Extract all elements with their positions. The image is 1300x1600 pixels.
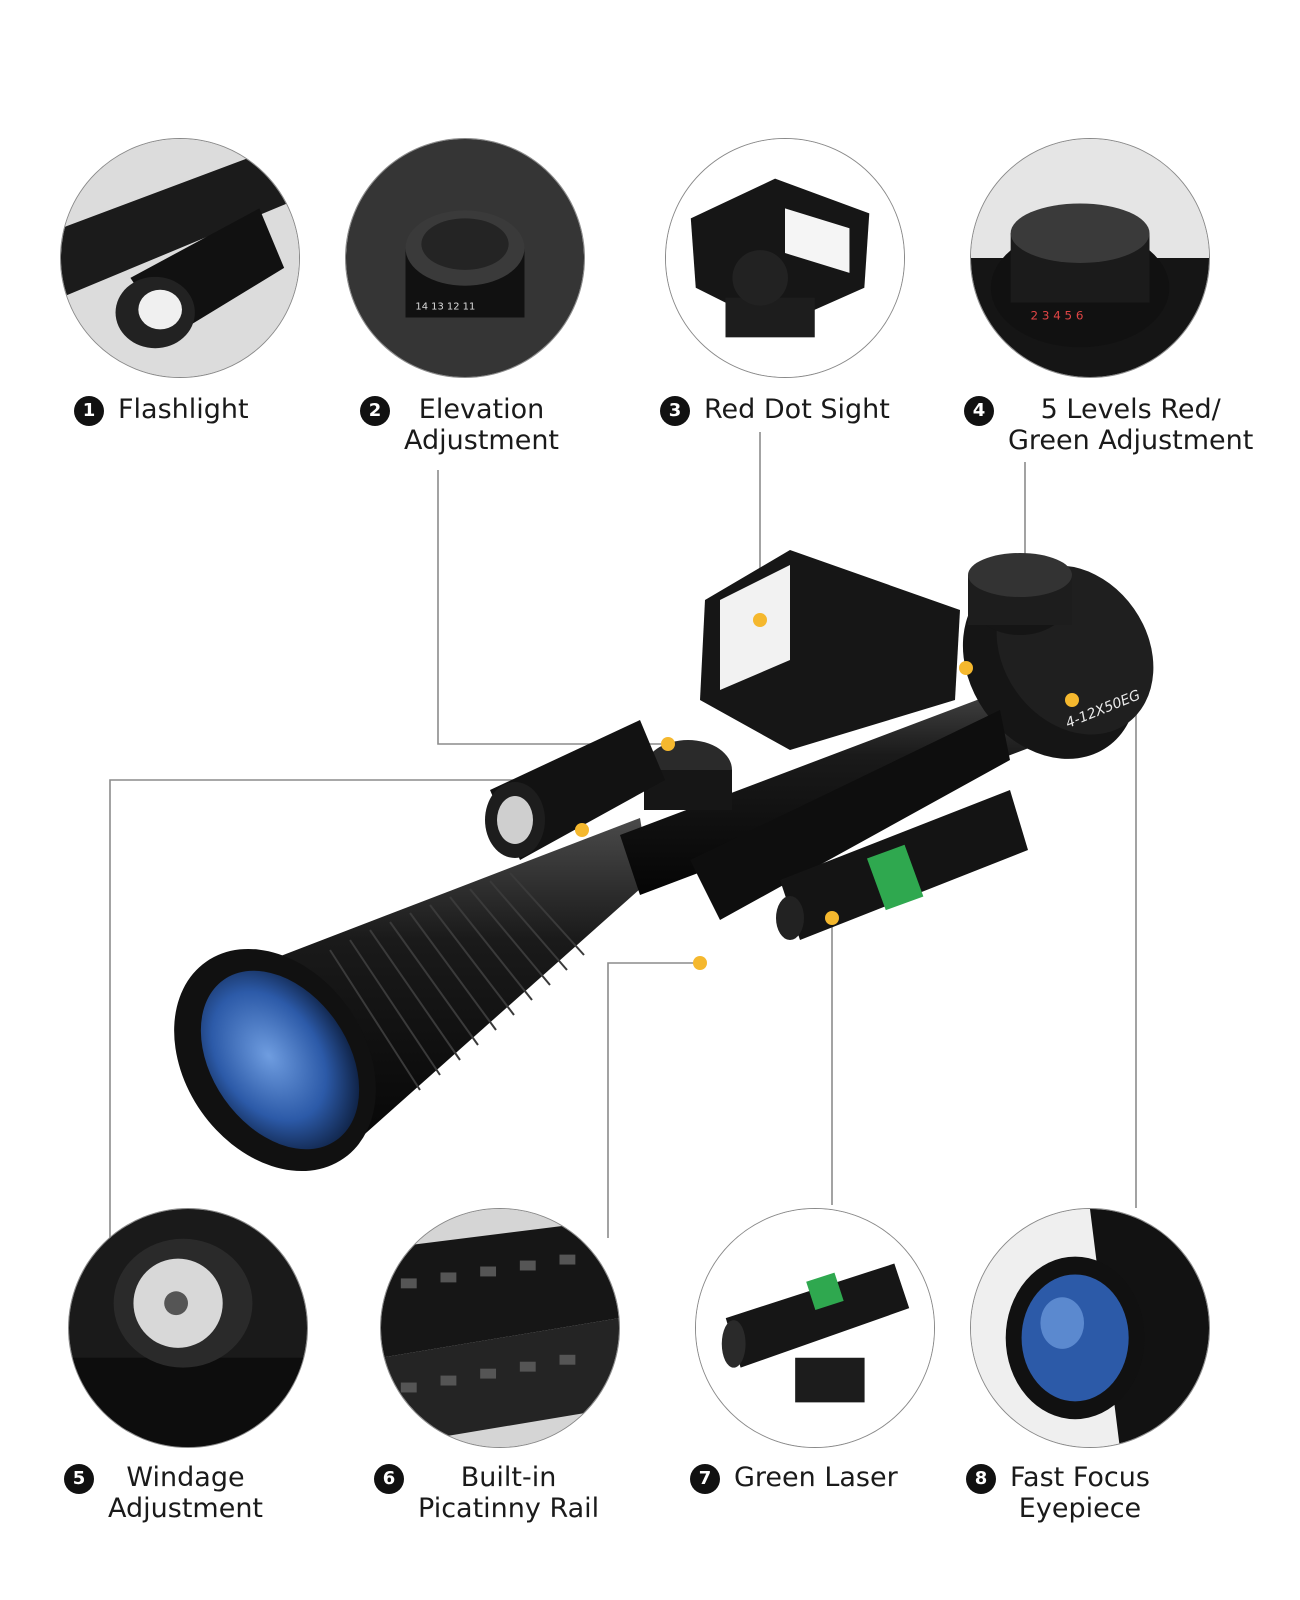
laser-detail-image bbox=[695, 1208, 935, 1448]
knob-scale: 2 3 4 5 6 bbox=[1031, 308, 1084, 322]
flashlight-icon bbox=[61, 139, 299, 377]
label-line: Elevation bbox=[418, 394, 545, 425]
eyepiece-lens-icon bbox=[971, 1209, 1209, 1447]
number-badge: 5 bbox=[64, 1464, 94, 1494]
label-line: Adjustment bbox=[108, 1493, 264, 1524]
reticle-adjustment-detail-image: 2 3 4 5 6 bbox=[970, 138, 1210, 378]
label-line: Built-in bbox=[460, 1462, 557, 1493]
feature-label-3: 3 Red Dot Sight bbox=[660, 394, 890, 426]
label-line: Windage bbox=[126, 1462, 245, 1493]
objective-lens-icon bbox=[200, 970, 360, 1150]
label-line: Flashlight bbox=[118, 394, 249, 425]
label-line: Picatinny Rail bbox=[418, 1493, 600, 1524]
number-badge: 3 bbox=[660, 396, 690, 426]
label-line: Red Dot Sight bbox=[704, 394, 890, 425]
callout-dots bbox=[575, 613, 1079, 970]
callout-line-eyepiece bbox=[1072, 699, 1137, 1208]
illumination-knob-icon: 2 3 4 5 6 bbox=[971, 139, 1209, 377]
feature-label-4: 4 5 Levels Red/Green Adjustment bbox=[964, 394, 1253, 456]
picatinny-rail-icon bbox=[381, 1209, 619, 1447]
rail-detail-image bbox=[380, 1208, 620, 1448]
flashlight-detail-image bbox=[60, 138, 300, 378]
elevation-knob-icon: 14 13 12 11 bbox=[346, 139, 584, 377]
number-badge: 4 bbox=[964, 396, 994, 426]
feature-label-7: 7 Green Laser bbox=[690, 1462, 898, 1494]
label-line: Adjustment bbox=[404, 425, 560, 456]
label-line: Green Adjustment bbox=[1008, 425, 1254, 456]
elevation-detail-image: 14 13 12 11 bbox=[345, 138, 585, 378]
label-line: 5 Levels Red/ bbox=[1040, 394, 1221, 425]
callout-line-elevation bbox=[437, 470, 668, 745]
red-dot-sight-icon bbox=[666, 139, 904, 377]
number-badge: 8 bbox=[966, 1464, 996, 1494]
windage-detail-image bbox=[68, 1208, 308, 1448]
eyepiece-detail-image bbox=[970, 1208, 1210, 1448]
number-badge: 1 bbox=[74, 396, 104, 426]
windage-knob-icon bbox=[69, 1209, 307, 1447]
svg-text:14 13 12 11: 14 13 12 11 bbox=[415, 302, 475, 313]
feature-label-1: 1 Flashlight bbox=[74, 394, 249, 426]
number-badge: 2 bbox=[360, 396, 390, 426]
green-laser-icon bbox=[696, 1209, 934, 1447]
red-dot-detail-image bbox=[665, 138, 905, 378]
callout-line-rail bbox=[607, 962, 700, 1238]
scope-body: 4-12X50EG bbox=[174, 550, 1154, 1172]
number-badge: 6 bbox=[374, 1464, 404, 1494]
label-line: Fast Focus bbox=[1010, 1462, 1150, 1493]
label-line: Green Laser bbox=[734, 1462, 898, 1493]
label-line: Eyepiece bbox=[1018, 1493, 1142, 1524]
number-badge: 7 bbox=[690, 1464, 720, 1494]
